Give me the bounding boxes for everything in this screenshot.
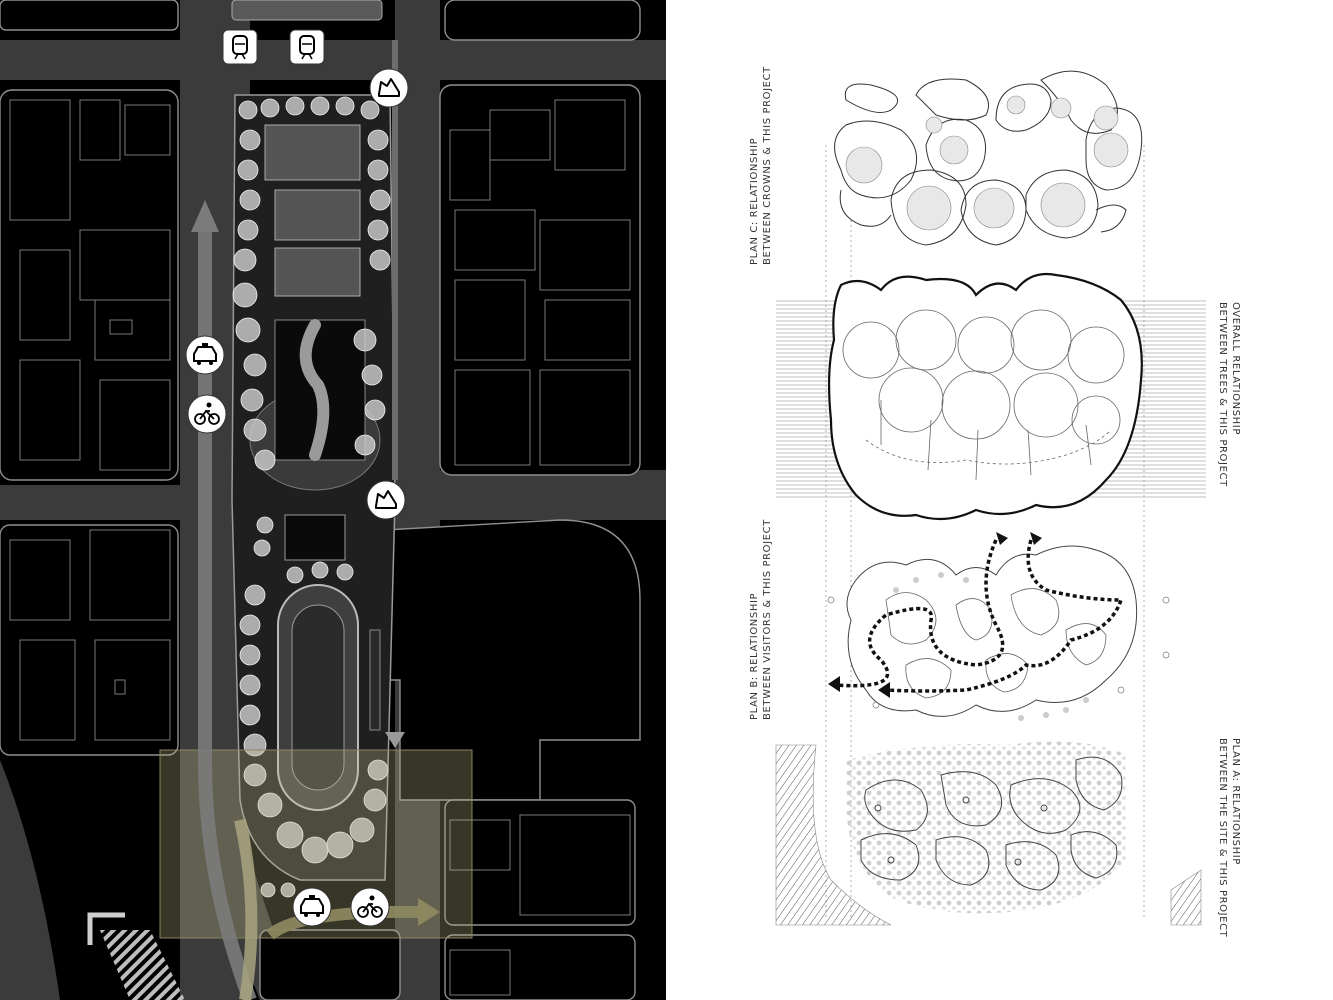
plan-a-diagram <box>775 741 1202 926</box>
plan-a-title: PLAN A: RELATIONSHIP <box>1230 738 1241 865</box>
plan-c-diagram <box>834 70 1143 246</box>
plan-c-label: PLAN C: RELATIONSHIP BETWEEN CROWNS & TH… <box>748 66 774 265</box>
plan-b-subtitle: BETWEEN VISITORS & THIS PROJECT <box>762 519 773 720</box>
city-blocks <box>0 0 641 1000</box>
park-parcel <box>231 94 396 881</box>
bicycle-icon-west <box>187 394 227 434</box>
plan-c-subtitle: BETWEEN CROWNS & THIS PROJECT <box>762 66 773 265</box>
pedestrian-icon-north <box>369 68 409 108</box>
plan-b-diagram <box>827 532 1170 721</box>
plan-b-title: PLAN B: RELATIONSHIP <box>749 592 760 720</box>
site-map <box>0 0 666 1000</box>
overall-subtitle: BETWEEN TREES & THIS PROJECT <box>1217 302 1228 487</box>
plan-a-subtitle: BETWEEN THE SITE & THIS PROJECT <box>1217 738 1228 938</box>
plan-c-title: PLAN C: RELATIONSHIP <box>749 137 760 265</box>
building-footprints-east <box>449 99 631 996</box>
tree-canopy <box>232 96 391 898</box>
pedestrian-icon-middle <box>366 480 406 520</box>
building-footprints-west <box>9 99 171 741</box>
plan-b-label: PLAN B: RELATIONSHIP BETWEEN VISITORS & … <box>748 519 774 720</box>
site-map-drawing <box>0 0 666 1000</box>
plan-c-crowns <box>845 95 1129 231</box>
relationship-diagrams: PLAN C: RELATIONSHIP BETWEEN CROWNS & TH… <box>666 0 1333 1000</box>
overall-label: OVERALL RELATIONSHIP BETWEEN TREES & THI… <box>1216 302 1242 487</box>
transit-station <box>231 0 383 21</box>
train-icon-2 <box>289 29 325 65</box>
bicycle-icon-south <box>350 887 390 927</box>
diagram-drawing <box>775 70 1206 926</box>
taxi-icon-south <box>292 887 332 927</box>
taxi-icon-west <box>185 335 225 375</box>
train-icon <box>222 29 258 65</box>
plan-a-label: PLAN A: RELATIONSHIP BETWEEN THE SITE & … <box>1216 738 1242 937</box>
overall-diagram <box>776 272 1206 521</box>
overall-title: OVERALL RELATIONSHIP <box>1230 302 1241 435</box>
crosswalk <box>87 912 185 1000</box>
